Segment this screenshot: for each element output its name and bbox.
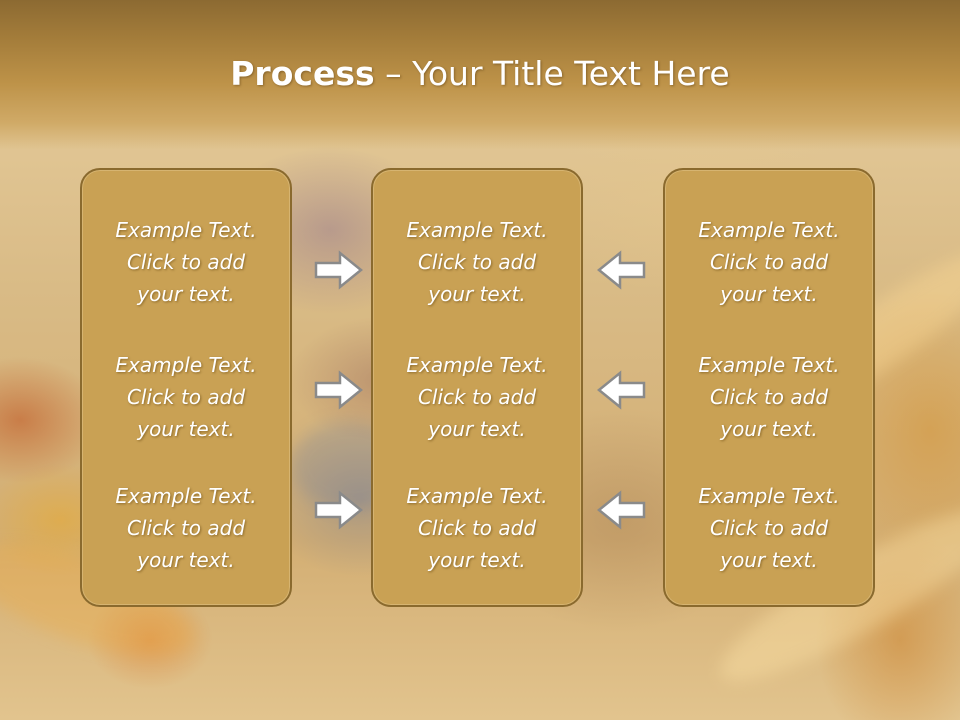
text-placeholder[interactable]: Example Text. Click to add your text.: [373, 349, 581, 445]
right-arrow-icon[interactable]: [314, 489, 364, 531]
text-line: Click to add: [417, 516, 537, 540]
text-line: Example Text.: [698, 353, 840, 377]
right-arrow-icon[interactable]: [314, 249, 364, 291]
text-placeholder[interactable]: Example Text. Click to add your text.: [82, 480, 290, 576]
text-line: Click to add: [417, 250, 537, 274]
process-box-right[interactable]: Example Text. Click to add your text. Ex…: [663, 168, 875, 607]
text-line: your text.: [137, 417, 235, 441]
text-placeholder[interactable]: Example Text. Click to add your text.: [373, 214, 581, 310]
text-placeholder[interactable]: Example Text. Click to add your text.: [82, 349, 290, 445]
text-line: Example Text.: [406, 218, 548, 242]
text-line: Click to add: [126, 250, 246, 274]
text-line: your text.: [720, 282, 818, 306]
text-line: your text.: [137, 282, 235, 306]
text-line: Example Text.: [406, 484, 548, 508]
text-line: Example Text.: [406, 353, 548, 377]
text-line: your text.: [720, 548, 818, 572]
text-line: Click to add: [709, 250, 829, 274]
process-box-left[interactable]: Example Text. Click to add your text. Ex…: [80, 168, 292, 607]
left-arrow-icon[interactable]: [596, 489, 646, 531]
right-arrow-icon[interactable]: [314, 369, 364, 411]
text-line: Example Text.: [698, 218, 840, 242]
process-box-center[interactable]: Example Text. Click to add your text. Ex…: [371, 168, 583, 607]
text-line: Click to add: [417, 385, 537, 409]
title-bold-part: Process: [230, 54, 375, 93]
text-line: Example Text.: [698, 484, 840, 508]
text-line: your text.: [720, 417, 818, 441]
text-line: your text.: [428, 282, 526, 306]
text-line: Click to add: [709, 385, 829, 409]
text-line: Example Text.: [115, 218, 257, 242]
text-line: your text.: [428, 417, 526, 441]
text-placeholder[interactable]: Example Text. Click to add your text.: [373, 480, 581, 576]
text-placeholder[interactable]: Example Text. Click to add your text.: [665, 214, 873, 310]
text-line: your text.: [137, 548, 235, 572]
text-line: Click to add: [709, 516, 829, 540]
header-band: [0, 0, 960, 150]
text-placeholder[interactable]: Example Text. Click to add your text.: [665, 349, 873, 445]
text-line: Click to add: [126, 385, 246, 409]
slide-title[interactable]: Process – Your Title Text Here: [0, 54, 960, 93]
title-rest-part: – Your Title Text Here: [374, 54, 730, 93]
text-placeholder[interactable]: Example Text. Click to add your text.: [665, 480, 873, 576]
left-arrow-icon[interactable]: [596, 369, 646, 411]
text-line: Example Text.: [115, 353, 257, 377]
text-placeholder[interactable]: Example Text. Click to add your text.: [82, 214, 290, 310]
left-arrow-icon[interactable]: [596, 249, 646, 291]
text-line: Example Text.: [115, 484, 257, 508]
text-line: your text.: [428, 548, 526, 572]
text-line: Click to add: [126, 516, 246, 540]
